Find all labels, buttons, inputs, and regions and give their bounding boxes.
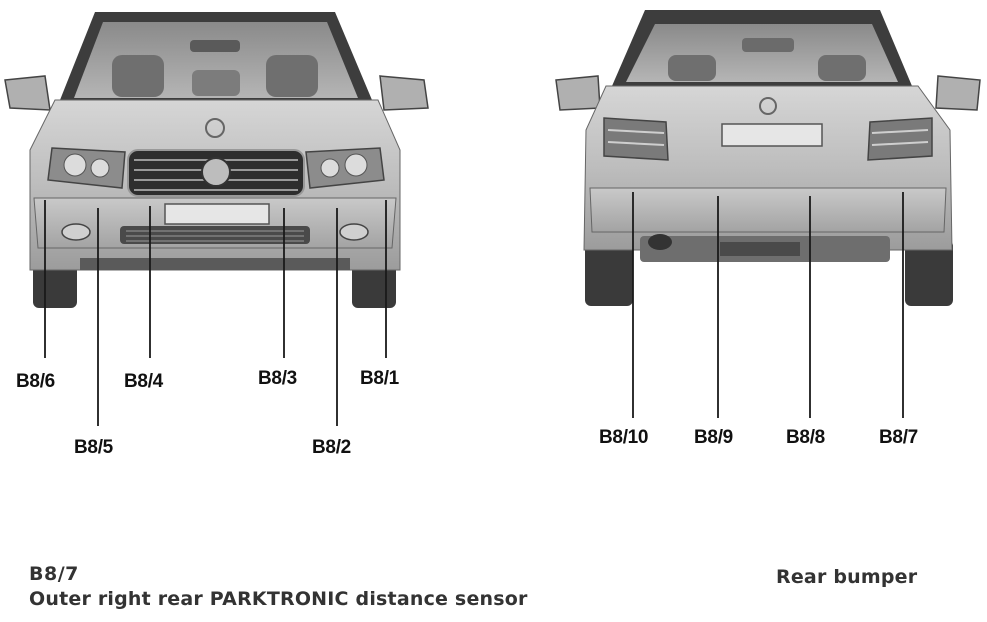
label-b8-2: B8/2	[312, 437, 351, 458]
label-b8-1: B8/1	[360, 368, 400, 389]
label-b8-7: B8/7	[879, 427, 918, 448]
parktronic-sensor-diagram: B8/6 B8/4 B8/3 B8/1 B8/5 B8/2 B8/10 B8/9…	[4, 10, 981, 458]
component-id: B8/7	[29, 563, 79, 585]
label-b8-9: B8/9	[694, 427, 733, 448]
component-location: Rear bumper	[776, 566, 918, 588]
rear-car-view	[555, 10, 981, 306]
front-sensor-labels: B8/6 B8/4 B8/3 B8/1 B8/5 B8/2	[16, 368, 400, 458]
front-sensor-leader-lines	[44, 200, 387, 426]
component-description: Outer right rear PARKTRONIC distance sen…	[29, 588, 528, 610]
label-b8-10: B8/10	[599, 427, 648, 448]
front-car-view	[4, 12, 429, 308]
label-b8-8: B8/8	[786, 427, 825, 448]
rear-sensor-leader-lines	[632, 192, 904, 418]
label-b8-4: B8/4	[124, 371, 164, 392]
label-b8-5: B8/5	[74, 437, 114, 458]
rear-sensor-labels: B8/10 B8/9 B8/8 B8/7	[599, 427, 918, 448]
label-b8-3: B8/3	[258, 368, 297, 389]
label-b8-6: B8/6	[16, 371, 55, 392]
